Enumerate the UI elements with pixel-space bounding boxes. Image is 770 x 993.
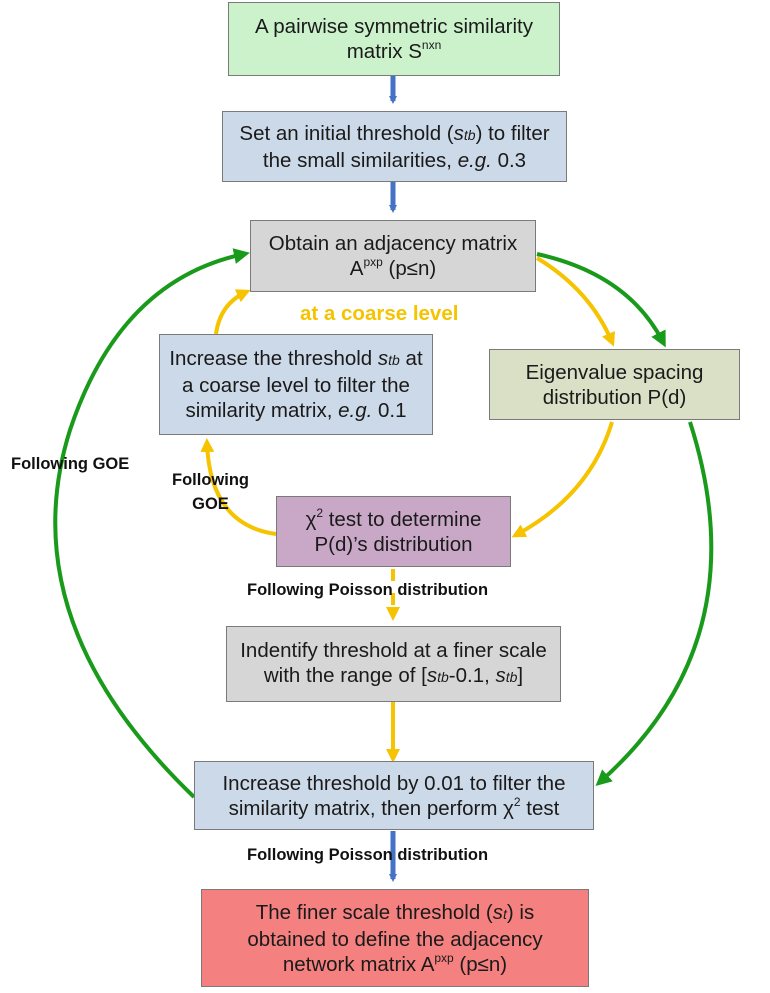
arrow-eigen-to-fine-green	[595, 421, 714, 786]
arrow-eigen-to-chi	[511, 421, 614, 538]
following-goe-small-line-2: GOE	[192, 495, 229, 513]
initial-threshold-line-2: the small similarities, e.g. 0.3	[262, 148, 527, 172]
initial-threshold-line-1: Set an initial threshold (stb) to filter	[239, 121, 550, 145]
start-line-1: A pairwise symmetric similarity	[255, 15, 533, 38]
adjacency-node: Obtain an adjacency matrix Apxp (p≤n)	[250, 220, 536, 292]
increase-coarse-node: Increase the threshold stb at a coarse l…	[159, 334, 433, 435]
increase-coarse-line-1: Increase the threshold stb at	[169, 347, 423, 370]
increase-fine-line-1: Increase threshold by 0.01 to filter the	[222, 771, 566, 795]
start-node: A pairwise symmetric similarity matrix S…	[228, 2, 560, 76]
eigen-line-2: distribution P(d)	[542, 385, 687, 409]
finer-scale-node: Indentify threshold at a finer scale wit…	[226, 626, 561, 702]
increase-fine-node: Increase threshold by 0.01 to filter the…	[194, 761, 594, 830]
following-goe-small-line-1: Following	[172, 471, 249, 489]
arrow-fine-to-adjacency-green	[53, 248, 250, 799]
finer-scale-line-2: with the range of [stb-0.1, stb]	[263, 664, 524, 687]
initial-threshold-node: Set an initial threshold (stb) to filter…	[222, 111, 567, 182]
increase-coarse-line-3: similarity matrix, e.g. 0.1	[185, 399, 407, 422]
final-node: The finer scale threshold (st) is obtain…	[201, 889, 589, 987]
poisson-label-1: Following Poisson distribution	[247, 581, 489, 599]
adjacency-line-1: Obtain an adjacency matrix	[268, 232, 518, 255]
following-goe-left-label: Following GOE	[11, 455, 130, 473]
eigen-node: Eigenvalue spacing distribution P(d)	[489, 349, 740, 420]
adjacency-line-2: Apxp (p≤n)	[349, 255, 437, 280]
poisson-label-2: Following Poisson distribution	[247, 846, 489, 864]
chi-test-node: χ2 test to determine P(d)’s distribution	[276, 496, 511, 567]
chi-test-line-2: P(d)’s distribution	[314, 532, 473, 556]
chi-test-line-1: χ2 test to determine	[305, 505, 482, 531]
increase-coarse-line-2: a coarse level to filter the	[182, 374, 410, 397]
arrow-coarse-to-adjacency	[214, 289, 251, 335]
start-line-2: matrix Snxn	[346, 38, 442, 63]
coarse-level-label: at a coarse level	[300, 302, 459, 325]
following-goe-small-label: Following GOE	[172, 468, 249, 516]
eigen-line-1: Eigenvalue spacing	[525, 360, 704, 384]
arrow-adjacency-to-eigen	[535, 256, 615, 347]
increase-fine-line-2: similarity matrix, then perform χ2 test	[228, 794, 560, 820]
finer-scale-line-1: Indentify threshold at a finer scale	[240, 639, 547, 662]
arrow-adjacency-to-eigen-green	[536, 252, 666, 348]
final-line-2: obtained to define the adjacency	[247, 927, 543, 951]
final-line-3: network matrix Apxp (p≤n)	[282, 950, 508, 976]
final-line-1: The finer scale threshold (st) is	[255, 900, 535, 924]
arrow-chi-to-coarse	[200, 438, 277, 536]
